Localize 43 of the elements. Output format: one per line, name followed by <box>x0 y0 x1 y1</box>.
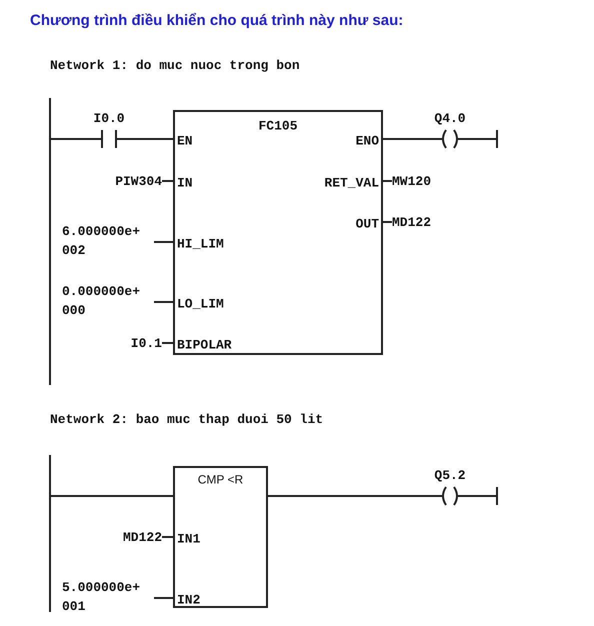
operand-label: 6.000000e+ 002 <box>62 222 154 260</box>
network-title: Network 2: bao muc thap duoi 50 lit <box>50 411 324 429</box>
operand-label: I0.1 <box>112 334 162 353</box>
wire <box>162 342 173 344</box>
heading: Chương trình điều khiển cho quá trình này như sau: <box>30 12 404 29</box>
operand-label: 5.000000e+ 001 <box>62 578 154 616</box>
wire <box>50 495 173 497</box>
wire <box>268 495 438 497</box>
address-label: Q4.0 <box>434 110 466 128</box>
pin-label: BIPOLAR <box>177 336 232 354</box>
pin-label: IN1 <box>177 530 200 548</box>
wire <box>462 138 497 140</box>
pin-label: ENO <box>356 132 379 150</box>
block-name: FC105 <box>257 118 298 136</box>
function-block <box>173 466 268 608</box>
address-label: I0.0 <box>93 110 125 128</box>
wire <box>50 138 98 140</box>
pin-label: IN <box>177 174 193 192</box>
network-title: Network 1: do muc nuoc trong bon <box>50 57 300 75</box>
address-label: Q5.2 <box>434 467 466 485</box>
wire <box>462 495 497 497</box>
operand-label: MW120 <box>392 172 452 191</box>
block-name: CMP <R <box>196 472 244 488</box>
function-block <box>173 110 383 355</box>
pin-label: IN2 <box>177 592 200 610</box>
wire <box>383 138 438 140</box>
operand-label: MD122 <box>392 213 452 232</box>
operand-label: PIW304 <box>96 172 162 191</box>
pin-label: EN <box>177 132 193 150</box>
operand-label: MD122 <box>96 528 162 547</box>
operand-label: 0.000000e+ 000 <box>62 282 154 320</box>
pin-label: RET_VAL <box>324 174 379 192</box>
wire <box>154 301 173 303</box>
wire <box>383 221 392 223</box>
wire <box>120 138 173 140</box>
wire <box>162 536 173 538</box>
pin-label: HI_LIM <box>177 236 224 254</box>
wire <box>154 597 173 599</box>
wire <box>383 180 392 182</box>
pin-label: OUT <box>356 216 379 234</box>
wire <box>162 180 173 182</box>
pin-label: LO_LIM <box>177 296 224 314</box>
wire <box>154 241 173 243</box>
